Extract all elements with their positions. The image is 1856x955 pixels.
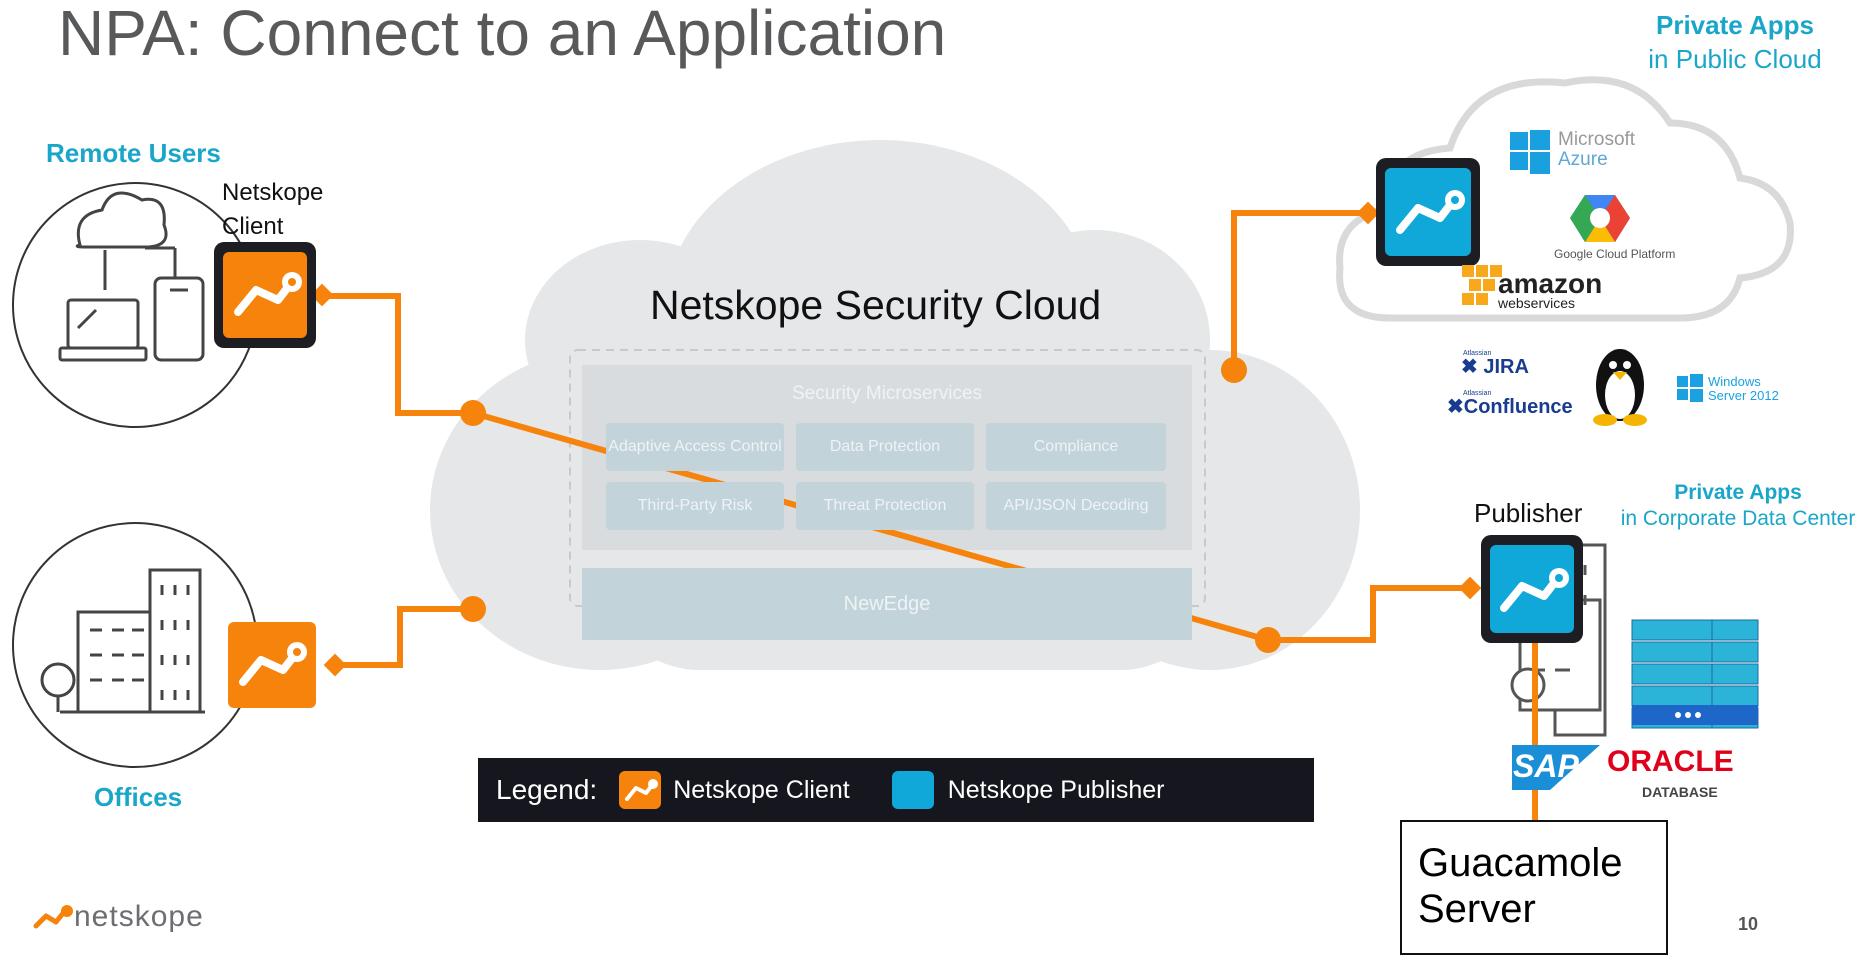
microservice-tile: Compliance (986, 423, 1166, 471)
microservice-tile: Adaptive Access Control (606, 423, 784, 471)
azure-logo-text: Microsoft Azure (1558, 129, 1636, 170)
office-client-icon (228, 622, 316, 708)
legend: Legend: Netskope Client Netskope Publish… (478, 758, 1314, 822)
legend-client-swatch (619, 771, 662, 809)
sap-text: SAP (1513, 748, 1579, 784)
oracle-text: ORACLE (1607, 745, 1734, 778)
microservice-tile: Third-Party Risk (606, 482, 784, 530)
azure-logo (1510, 130, 1550, 174)
cloud-publisher-icon (1376, 158, 1480, 266)
aws-logo (1462, 265, 1502, 305)
legend-client-label: Netskope Client (673, 775, 850, 804)
windows-server-text: Windows Server 2012 (1708, 374, 1779, 403)
datacenter-label: Private Apps in Corporate Data Center (1620, 481, 1856, 530)
sap-logo (1512, 745, 1600, 790)
slide-title: NPA: Connect to an Application (58, 0, 947, 69)
microservice-tile: Threat Protection (796, 482, 974, 530)
windows-logo (1677, 374, 1703, 402)
jira-logo: Atlassian ✖ JIRA (1461, 350, 1529, 378)
security-cloud-label: Netskope Security Cloud (650, 282, 1102, 328)
oracle-sub-text: DATABASE (1642, 784, 1718, 800)
public-cloud-label: Private Apps in Public Cloud (1648, 10, 1822, 74)
datacenter-publisher-icon (1481, 535, 1583, 643)
page-number: 10 (1738, 914, 1759, 934)
linux-logo (1593, 349, 1647, 426)
netskope-logo-mark (33, 905, 73, 929)
microservice-tile: API/JSON Decoding (986, 482, 1166, 530)
offices-label: Offices (94, 782, 183, 812)
remote-users-label: Remote Users (46, 138, 221, 168)
legend-publisher-label: Netskope Publisher (947, 775, 1165, 804)
guacamole-server-box: Guacamole Server (1400, 820, 1668, 955)
remote-users-circle (12, 182, 258, 428)
netskope-client-icon (214, 242, 316, 348)
publisher-label: Publisher (1474, 498, 1583, 528)
netskope-client-label: Netskope Client (222, 179, 324, 240)
legend-publisher-swatch (891, 771, 934, 809)
netskope-logo-text: netskope (74, 900, 204, 933)
legend-prefix: Legend: (496, 774, 598, 805)
confluence-logo: Atlassian ✖Confluence (1447, 390, 1573, 418)
microservice-tile: Data Protection (796, 423, 974, 471)
microservices-title: Security Microservices (791, 383, 983, 404)
aws-text: amazon webservices (1498, 268, 1603, 311)
connection-points (310, 201, 1482, 677)
google-cloud-logo (1570, 195, 1630, 242)
google-cloud-text: Google Cloud Platform (1554, 247, 1676, 261)
offices-circle (12, 522, 258, 768)
newedge-bar: NewEdge (582, 568, 1192, 640)
